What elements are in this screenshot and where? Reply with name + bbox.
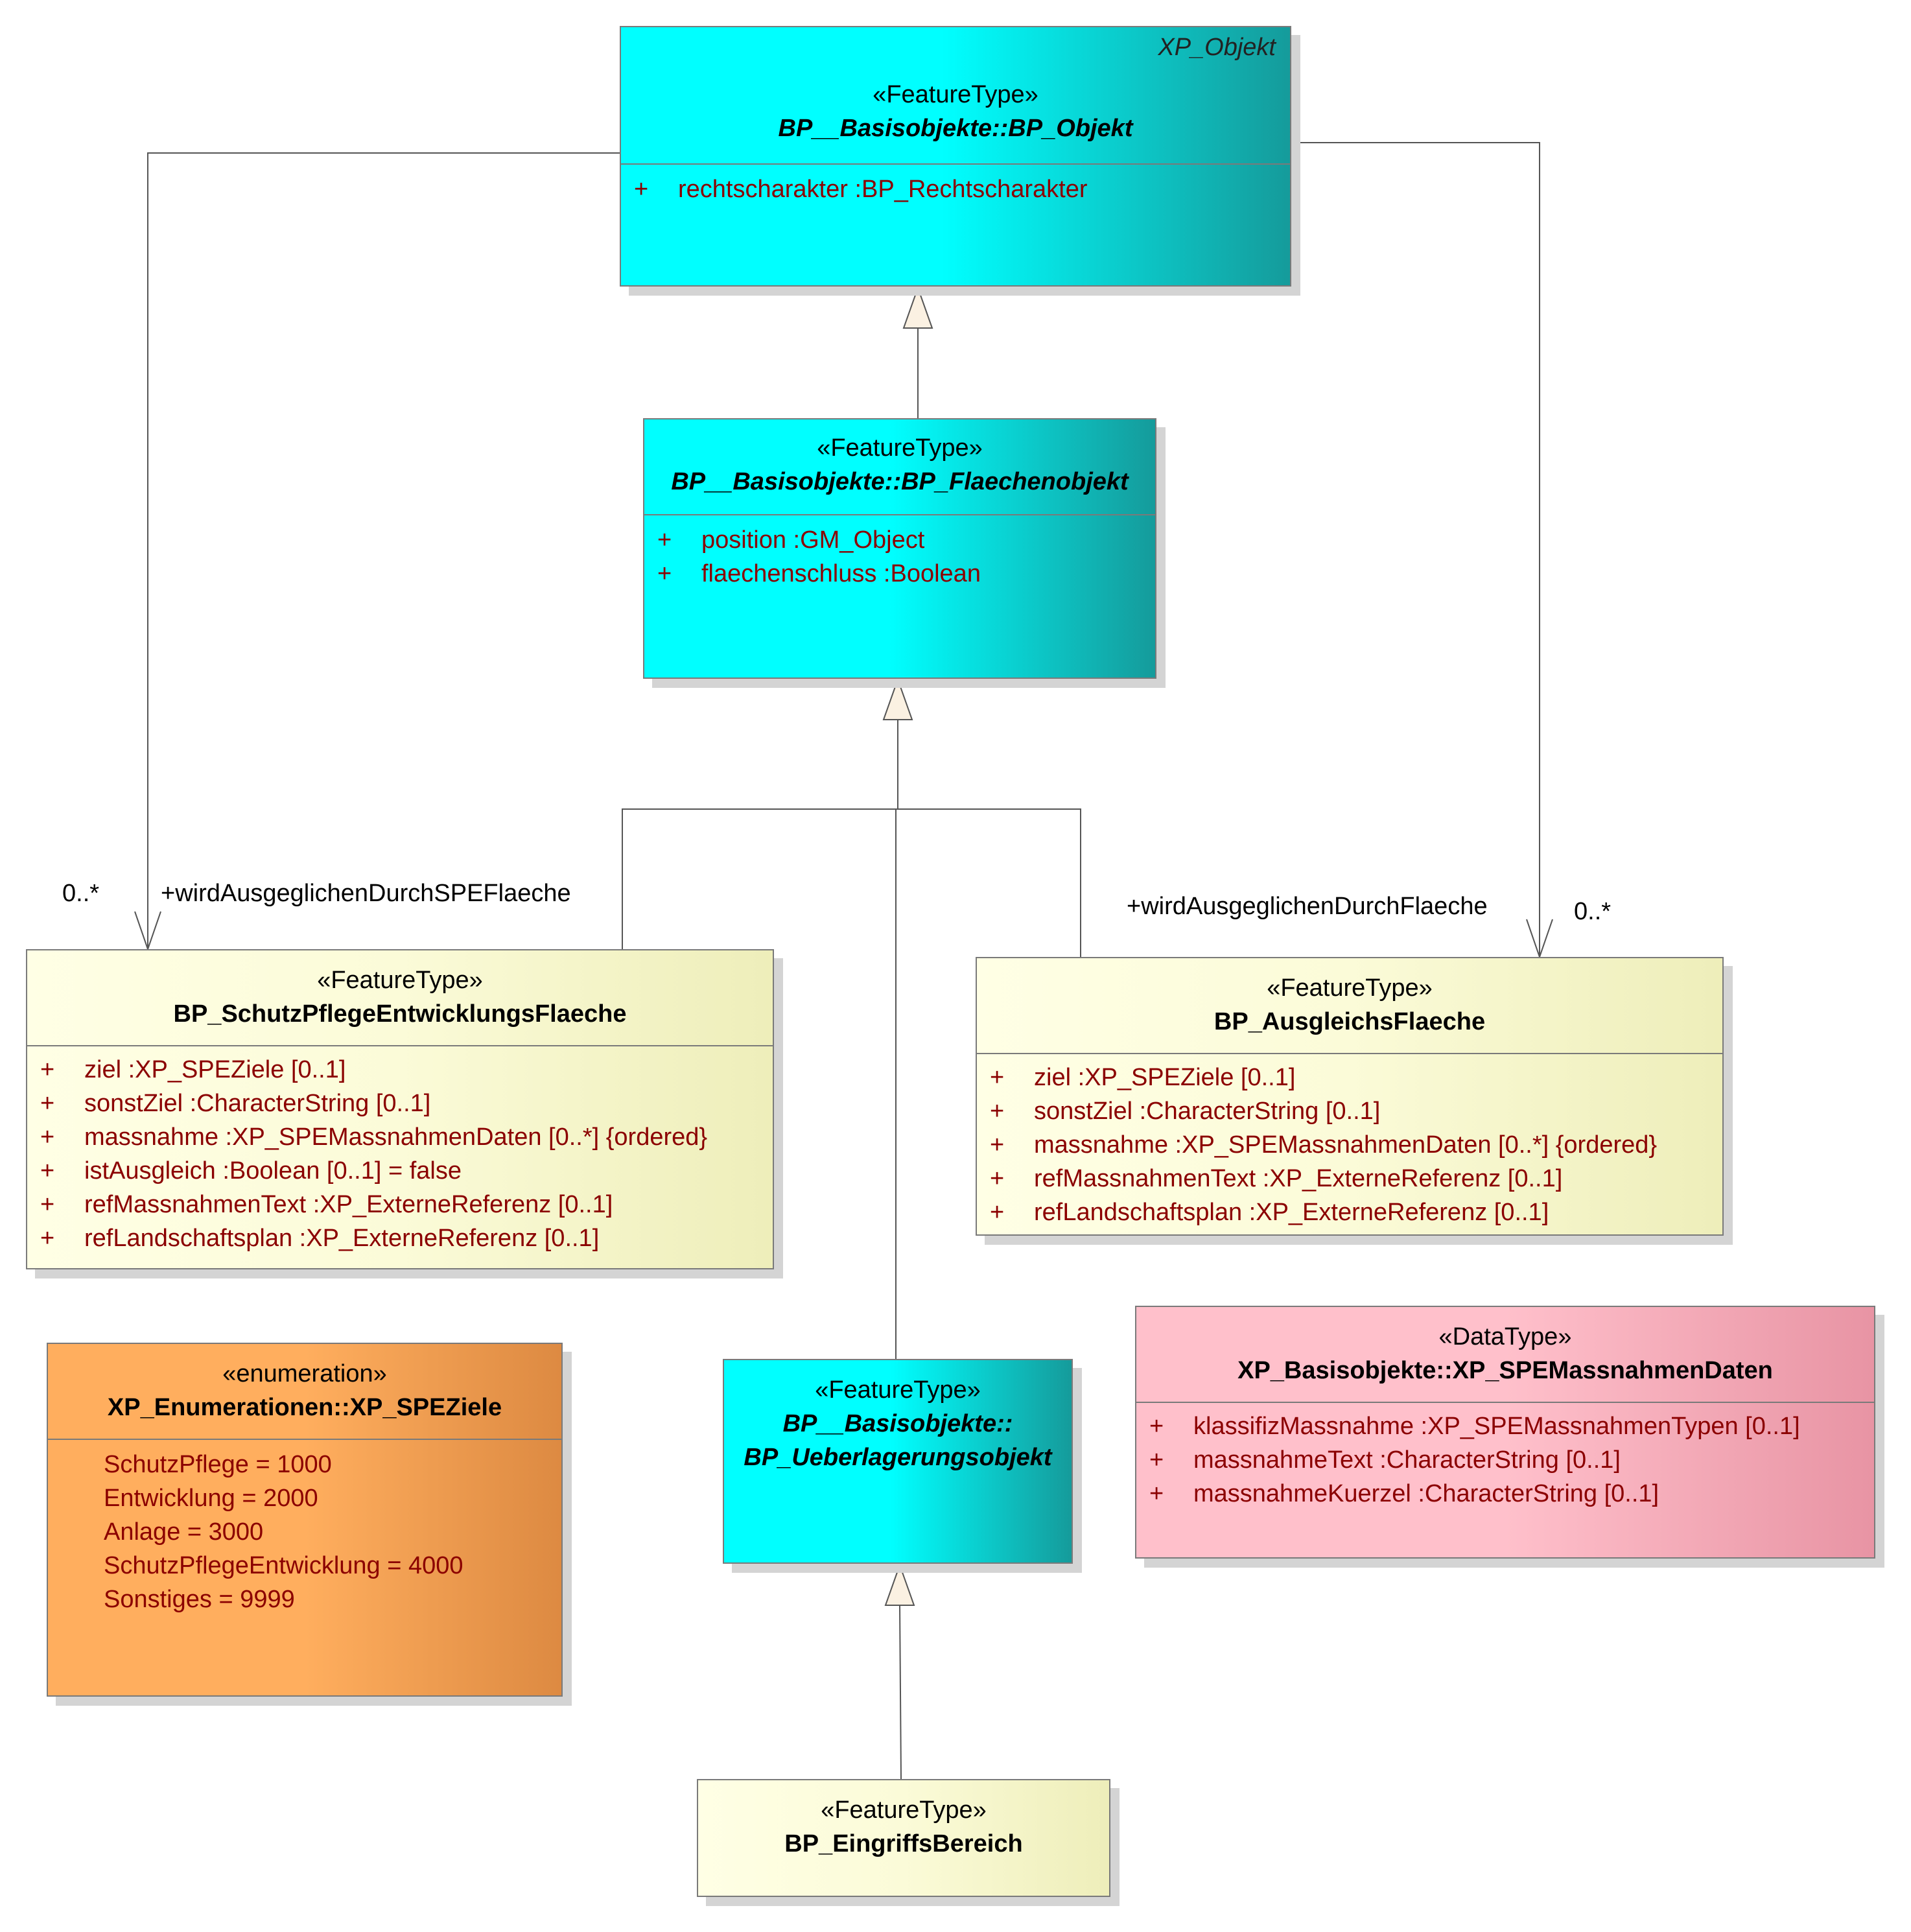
class-name: BP_AusgleichsFlaeche xyxy=(1213,1008,1486,1035)
attribute: +massnahmeKuerzel :CharacterString [0..1… xyxy=(1149,1480,1659,1507)
stereotype: «FeatureType» xyxy=(1267,974,1433,1002)
attribute: +ziel :XP_SPEZiele [0..1] xyxy=(40,1056,346,1083)
generalization-arrowhead-objekt xyxy=(902,286,933,329)
association-line-spe xyxy=(147,152,620,949)
attribute: +refLandschaftsplan :XP_ExterneReferenz … xyxy=(990,1199,1549,1226)
class-name: BP_SchutzPflegeEntwicklungsFlaeche xyxy=(173,1000,627,1028)
attribute: +massnahmeText :CharacterString [0..1] xyxy=(1149,1446,1621,1474)
attribute: + flaechenschluss :Boolean xyxy=(657,560,981,587)
attribute: +refLandschaftsplan :XP_ExterneReferenz … xyxy=(40,1225,600,1252)
attribute: +klassifizMassnahme :XP_SPEMassnahmenTyp… xyxy=(1149,1413,1800,1440)
attribute: +massnahme :XP_SPEMassnahmenDaten [0..*]… xyxy=(990,1131,1658,1159)
class-name: BP_EingriffsBereich xyxy=(784,1830,1023,1857)
role-label-ausgleich: +wirdAusgeglichenDurchFlaeche xyxy=(1127,893,1488,920)
enum-literal: SchutzPflege = 1000 xyxy=(104,1451,332,1478)
generalization-line-eingriff xyxy=(899,1605,902,1780)
attribute: +refMassnahmenText :XP_ExterneReferenz [… xyxy=(990,1165,1563,1192)
class-bp-eingriffsbereich[interactable]: «FeatureType» BP_EingriffsBereich xyxy=(697,1779,1110,1897)
attribute: + rechtscharakter :BP_Rechtscharakter xyxy=(634,176,1088,203)
stereotype: «FeatureType» xyxy=(317,967,483,994)
class-name: BP__Basisobjekte::BP_Objekt xyxy=(778,115,1133,142)
class-xp-spemassnahmendaten[interactable]: «DataType» XP_Basisobjekte::XP_SPEMassna… xyxy=(1135,1306,1875,1559)
attribute: + position :GM_Object xyxy=(657,526,925,554)
attribute: +ziel :XP_SPEZiele [0..1] xyxy=(990,1064,1296,1091)
stereotype: «enumeration» xyxy=(222,1360,387,1387)
stereotype: «FeatureType» xyxy=(821,1797,987,1824)
multiplicity-label-spe: 0..* xyxy=(62,880,100,907)
class-tag: XP_Objekt xyxy=(1158,34,1276,61)
class-name: BP__Basisobjekte::BP_Flaechenobjekt xyxy=(671,468,1129,495)
generalization-arrowhead-ueberlagerung xyxy=(884,1563,915,1606)
stereotype: «FeatureType» xyxy=(873,81,1038,108)
enum-literal: Sonstiges = 9999 xyxy=(104,1586,295,1613)
class-bp-ausgleichsflaeche[interactable]: «FeatureType» BP_AusgleichsFlaeche +ziel… xyxy=(976,957,1724,1236)
class-bp-objekt[interactable]: XP_Objekt «FeatureType» BP__Basisobjekte… xyxy=(620,26,1291,287)
class-name: BP_Ueberlagerungsobjekt xyxy=(744,1444,1052,1471)
attribute: +massnahme :XP_SPEMassnahmenDaten [0..*]… xyxy=(40,1124,708,1151)
attribute: +istAusgleich :Boolean [0..1] = false xyxy=(40,1157,462,1184)
attribute: +sonstZiel :CharacterString [0..1] xyxy=(40,1090,431,1117)
multiplicity-label-ausgleich: 0..* xyxy=(1574,898,1612,925)
class-name: XP_Basisobjekte::XP_SPEMassnahmenDaten xyxy=(1237,1357,1773,1384)
attribute: +refMassnahmenText :XP_ExterneReferenz [… xyxy=(40,1191,613,1218)
class-bp-ueberlagerungsobjekt[interactable]: «FeatureType» BP__Basisobjekte:: BP_Uebe… xyxy=(723,1359,1073,1564)
enum-literal: SchutzPflegeEntwicklung = 4000 xyxy=(104,1552,463,1579)
stereotype: «FeatureType» xyxy=(817,434,983,462)
enum-literal: Entwicklung = 2000 xyxy=(104,1485,318,1512)
generalization-arrowhead-flaechenobjekt xyxy=(882,677,913,720)
enum-literal: Anlage = 3000 xyxy=(104,1518,264,1546)
class-xp-speziele[interactable]: «enumeration» XP_Enumerationen::XP_SPEZi… xyxy=(47,1343,563,1697)
attribute: +sonstZiel :CharacterString [0..1] xyxy=(990,1098,1381,1125)
class-name: BP__Basisobjekte:: xyxy=(782,1410,1013,1437)
generalization-line-spe xyxy=(622,808,1081,957)
stereotype: «DataType» xyxy=(1438,1323,1572,1350)
association-line-ausgleich xyxy=(1291,142,1540,957)
class-bp-schutzpflegeentwicklungsflaeche[interactable]: «FeatureType» BP_SchutzPflegeEntwicklung… xyxy=(26,949,774,1269)
class-name: XP_Enumerationen::XP_SPEZiele xyxy=(107,1394,502,1421)
class-bp-flaechenobjekt[interactable]: «FeatureType» BP__Basisobjekte::BP_Flaec… xyxy=(643,418,1156,679)
stereotype: «FeatureType» xyxy=(815,1376,981,1404)
role-label-spe: +wirdAusgeglichenDurchSPEFlaeche xyxy=(161,880,571,907)
